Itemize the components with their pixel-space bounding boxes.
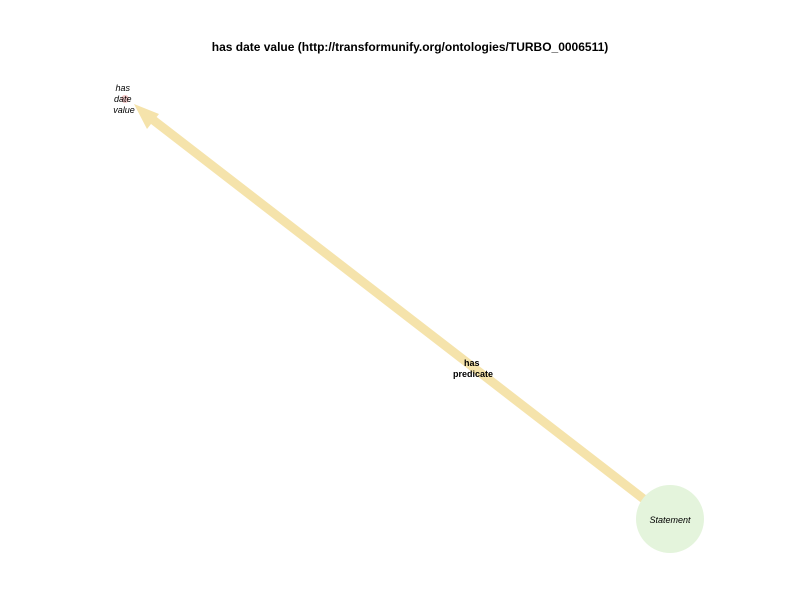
edge-label-line-2: predicate bbox=[453, 369, 493, 379]
edge-label: has predicate bbox=[453, 358, 493, 379]
statement-node[interactable]: Statement bbox=[636, 485, 704, 553]
property-node-circle bbox=[121, 95, 129, 103]
statement-node-circle bbox=[636, 485, 704, 553]
edge-line bbox=[145, 112, 648, 504]
statement-node-label: Statement bbox=[649, 515, 691, 525]
has-date-value-node[interactable]: has date value bbox=[113, 83, 135, 115]
property-node-label-line-1: has bbox=[115, 83, 130, 93]
graph-title: has date value (http://transformunify.or… bbox=[211, 40, 609, 54]
has-predicate-edge bbox=[134, 104, 648, 504]
property-node-label-line-2: date bbox=[114, 94, 132, 104]
edge-label-line-1: has bbox=[464, 358, 480, 368]
edge-arrowhead bbox=[134, 104, 159, 129]
property-node-label-line-3: value bbox=[113, 105, 135, 115]
property-node-label: has date value bbox=[113, 83, 135, 115]
